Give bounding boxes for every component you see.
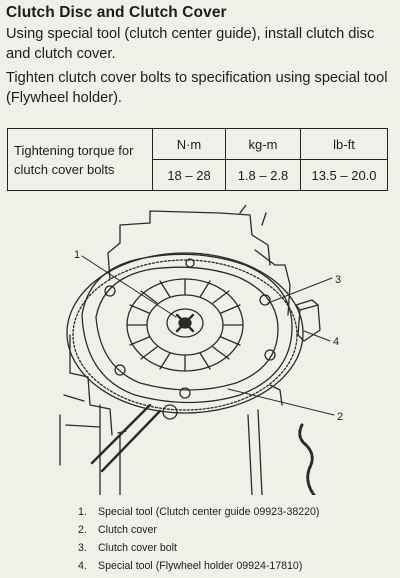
section-heading: Clutch Disc and Clutch Cover [6, 4, 227, 21]
legend-item: 1. Special tool (Clutch center guide 099… [78, 503, 319, 521]
legend-item: 2. Clutch cover [78, 521, 319, 539]
legend-number: 2. [78, 524, 87, 536]
legend-text: Special tool (Clutch center guide 09923-… [98, 506, 320, 518]
legend-text: Clutch cover [98, 524, 157, 536]
value-kgm: 1.8 – 2.8 [225, 159, 301, 191]
unit-lbft: lb-ft [300, 128, 388, 160]
value-nm: 18 – 28 [152, 159, 226, 191]
callout-2: 2 [337, 411, 343, 423]
clutch-cover-illustration: 1 3 4 2 [59, 205, 343, 495]
legend-item: 4. Special tool (Flywheel holder 09924-1… [78, 557, 319, 575]
figure-legend: 1. Special tool (Clutch center guide 099… [78, 503, 319, 575]
instruction-paragraph-install: Using special tool (clutch center guide)… [6, 26, 375, 62]
callout-1: 1 [74, 249, 80, 261]
instruction-paragraph-tighten: Tighten clutch cover bolts to specificat… [6, 70, 388, 106]
callout-3: 3 [335, 274, 341, 286]
torque-values-row: 18 – 28 1.8 – 2.8 13.5 – 20.0 [8, 159, 388, 191]
legend-number: 1. [78, 506, 87, 518]
torque-spec-table: Tightening torque for clutch cover bolts… [7, 128, 388, 191]
legend-item: 3. Clutch cover bolt [78, 539, 319, 557]
unit-kgm: kg-m [225, 128, 301, 160]
callout-4: 4 [333, 336, 339, 348]
unit-nm: N·m [152, 128, 226, 160]
legend-text: Special tool (Flywheel holder 09924-1781… [98, 560, 303, 572]
torque-units-row: Tightening torque for clutch cover bolts… [7, 128, 388, 191]
torque-label-cell: Tightening torque for clutch cover bolts [7, 128, 153, 191]
legend-number: 4. [78, 560, 87, 572]
value-lbft: 13.5 – 20.0 [300, 159, 388, 191]
legend-text: Clutch cover bolt [98, 542, 177, 554]
legend-number: 3. [78, 542, 87, 554]
